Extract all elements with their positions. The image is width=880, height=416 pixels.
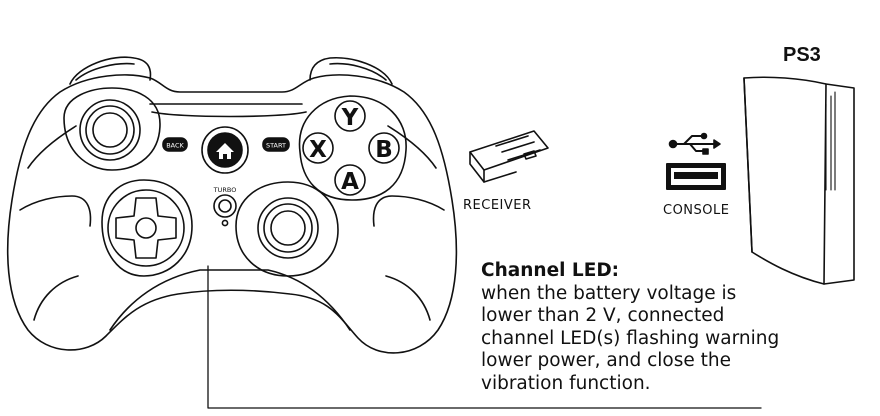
start-button-label: START xyxy=(266,142,286,150)
channel-led-note: Channel LED: when the battery voltage is… xyxy=(481,260,779,396)
b-button-label: B xyxy=(375,137,393,163)
console-label: CONSOLE xyxy=(663,203,730,218)
x-button-label: X xyxy=(309,137,327,163)
y-button-label: Y xyxy=(341,105,359,131)
a-button-label: A xyxy=(341,169,359,195)
x-button: X xyxy=(302,132,334,164)
controller-body xyxy=(6,74,458,354)
left-analog-stick xyxy=(63,87,161,171)
note-line: when the battery voltage is xyxy=(481,282,737,304)
right-analog-stick xyxy=(235,181,339,277)
y-button: Y xyxy=(334,100,366,132)
d-pad xyxy=(101,179,193,277)
left-bumper xyxy=(69,56,152,85)
note-line: lower than 2 V, connected xyxy=(481,305,725,327)
b-button: B xyxy=(368,132,400,164)
home-button xyxy=(201,126,249,174)
usb-symbol-icon xyxy=(668,132,721,155)
a-button: A xyxy=(334,164,366,196)
note-line: channel LED(s) flashing warning xyxy=(481,327,780,349)
note-line: lower power, and close the xyxy=(481,350,731,372)
turbo-button-label: TURBO xyxy=(213,186,237,194)
usb-port-icon xyxy=(666,163,726,190)
note-line: vibration function. xyxy=(481,372,651,394)
gamepad: Y X B A BACK START xyxy=(6,56,762,409)
right-bumper xyxy=(309,56,393,85)
leader-line xyxy=(207,265,762,409)
ps3-label: PS3 xyxy=(783,44,821,66)
turbo-button: TURBO xyxy=(213,186,237,227)
receiver-label: RECEIVER xyxy=(463,198,532,213)
back-button-label: BACK xyxy=(166,142,184,150)
ps3-console-illustration xyxy=(743,76,855,285)
start-button: START xyxy=(262,137,290,152)
led-indicator xyxy=(221,219,229,227)
usb-dongle-icon xyxy=(469,130,549,183)
channel-led-description: when the battery voltage is lower than 2… xyxy=(481,283,779,396)
back-button: BACK xyxy=(162,137,188,152)
home-icon xyxy=(216,143,234,159)
channel-led-title: Channel LED: xyxy=(481,260,620,281)
